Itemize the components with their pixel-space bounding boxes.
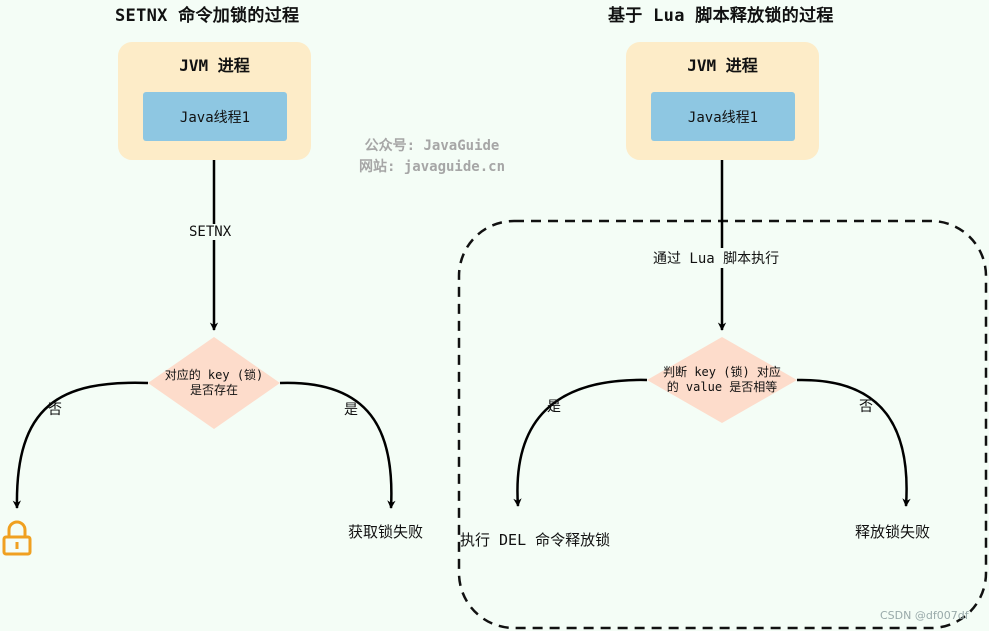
left-decision-line1: 对应的 key (锁) [164, 368, 264, 382]
lock-icon [2, 520, 32, 556]
right-decision-line1: 判断 key (锁) 对应 [663, 365, 781, 379]
watermark: 公众号: JavaGuide 网站: javaguide.cn [359, 136, 505, 178]
left-thread-label: Java线程1 [179, 109, 251, 126]
right-result-no-label: 释放锁失败 [855, 523, 931, 541]
left-diagram-title: SETNX 命令加锁的过程 [115, 6, 300, 26]
right-edge-label: 通过 Lua 脚本执行 [650, 248, 783, 268]
right-no-branch-arrow [796, 378, 911, 507]
left-decision-text: 对应的 key (锁) 是否存在 [148, 368, 280, 398]
left-decision-line2: 是否存在 [189, 383, 238, 397]
right-decision-text: 判断 key (锁) 对应 的 value 是否相等 [647, 365, 797, 395]
watermark-line1: 公众号: JavaGuide [364, 138, 500, 154]
right-yes-branch-arrow [513, 378, 648, 507]
right-java-thread-box: Java线程1 [651, 92, 795, 141]
right-decision-line2: 的 value 是否相等 [666, 380, 778, 394]
right-result-yes-label: 执行 DEL 命令释放锁 [460, 531, 611, 549]
right-jvm-label: JVM 进程 [687, 56, 758, 75]
right-branch-no-label: 否 [859, 399, 873, 415]
left-java-thread-box: Java线程1 [143, 92, 287, 141]
watermark-line2: 网站: javaguide.cn [359, 159, 506, 175]
left-result-yes-label: 获取锁失败 [348, 523, 424, 541]
left-no-branch-arrow [12, 381, 149, 509]
left-branch-yes-label: 是 [344, 402, 358, 418]
right-decision-diamond [647, 337, 797, 423]
left-yes-branch-arrow [279, 381, 396, 509]
left-edge-label: SETNX [186, 224, 235, 240]
left-branch-no-label: 否 [48, 402, 62, 418]
right-branch-yes-label: 是 [547, 399, 561, 415]
right-diagram-title: 基于 Lua 脚本释放锁的过程 [608, 6, 834, 26]
left-decision-diamond [148, 337, 280, 429]
credit-watermark: CSDN @df007df [880, 609, 969, 622]
right-thread-label: Java线程1 [687, 109, 759, 126]
left-jvm-label: JVM 进程 [179, 56, 250, 75]
